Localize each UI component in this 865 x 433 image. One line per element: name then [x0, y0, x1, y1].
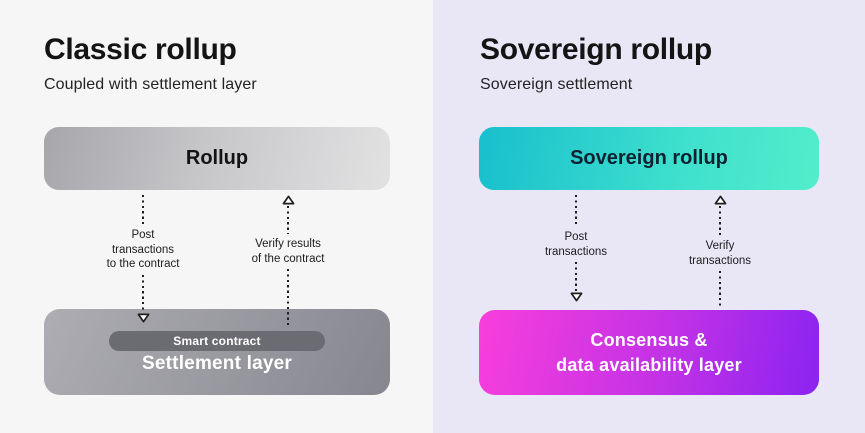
dotted-line: [141, 275, 145, 314]
smart-contract-label: Smart contract: [173, 334, 261, 348]
classic-title: Classic rollup: [44, 33, 237, 66]
classic-post-transactions-arrow: Post transactions to the contract: [68, 195, 218, 323]
consensus-da-layer-label: Consensus & data availability layer: [556, 330, 742, 375]
sovereign-title: Sovereign rollup: [480, 33, 712, 66]
classic-verify-arrow-label: Verify results of the contract: [251, 238, 325, 265]
panel-classic-rollup: Classic rollup Coupled with settlement l…: [44, 33, 390, 395]
dotted-line: [286, 269, 290, 328]
sovereign-verify-transactions-arrow: Verify transactions: [645, 195, 795, 310]
classic-rollup-box-label: Rollup: [185, 147, 249, 169]
smart-contract-pill: Smart contract: [109, 331, 325, 351]
dotted-line: [286, 206, 290, 234]
dotted-line: [718, 206, 722, 236]
arrowhead-up-icon: [282, 195, 294, 205]
sovereign-verify-arrow-label: Verify transactions: [688, 240, 751, 267]
dotted-line: [141, 195, 145, 225]
sovereign-post-arrow-label: Post transactions: [544, 231, 607, 258]
dotted-line: [574, 262, 578, 293]
sovereign-rollup-box-label: Sovereign rollup: [570, 147, 728, 169]
sovereign-rollup-box: Sovereign rollup: [479, 127, 819, 190]
classic-subtitle: Coupled with settlement layer: [44, 76, 257, 93]
settlement-layer-box: Smart contract Settlement layer: [44, 309, 390, 395]
classic-rollup-box: Rollup: [44, 127, 390, 190]
panel-sovereign-rollup: Sovereign rollup Sovereign settlement So…: [433, 0, 865, 433]
arrowhead-up-icon: [714, 195, 726, 205]
dotted-line: [718, 271, 722, 310]
sovereign-post-transactions-arrow: Post transactions: [501, 195, 651, 302]
arrowhead-down-icon: [570, 292, 582, 302]
consensus-da-layer-box: Consensus & data availability layer: [479, 310, 819, 395]
classic-post-arrow-label: Post transactions to the contract: [106, 229, 180, 271]
sovereign-subtitle: Sovereign settlement: [480, 76, 633, 93]
settlement-layer-label: Settlement layer: [142, 353, 292, 374]
dotted-line: [574, 195, 578, 227]
classic-verify-results-arrow: Verify results of the contract: [213, 195, 363, 328]
arrowhead-down-icon: [137, 313, 149, 323]
